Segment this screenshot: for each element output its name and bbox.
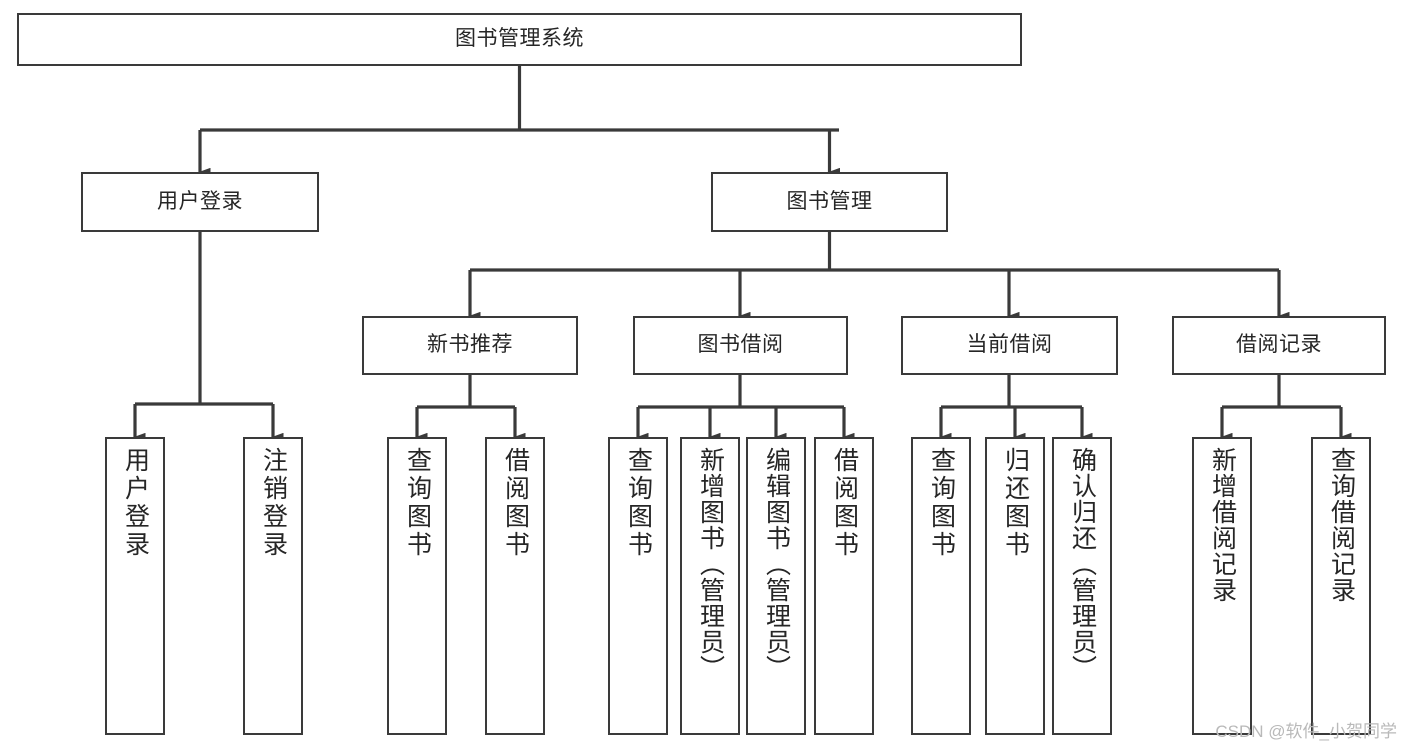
leaf-borrow-book-new[interactable]: 借阅图书	[485, 437, 545, 735]
leaf-user-login-label: 用户登录	[121, 447, 150, 559]
leaf-edit-book-admin[interactable]: 编辑图书（管理员）	[746, 437, 806, 735]
leaf-add-book-admin[interactable]: 新增图书（管理员）	[680, 437, 740, 735]
leaf-query-borrow-record[interactable]: 查询借阅记录	[1311, 437, 1371, 735]
leaf-borrow-book-new-label: 借阅图书	[501, 447, 530, 559]
node-new-book-recommend-label: 新书推荐	[427, 333, 513, 357]
node-book-borrow-label: 图书借阅	[697, 333, 784, 357]
leaf-add-borrow-record-label: 新增借阅记录	[1208, 447, 1237, 603]
leaf-query-book-label: 查询图书	[624, 447, 653, 559]
node-root-label: 图书管理系统	[455, 27, 584, 51]
leaf-query-book[interactable]: 查询图书	[608, 437, 668, 735]
leaf-query-book-new[interactable]: 查询图书	[387, 437, 447, 735]
node-root[interactable]: 图书管理系统	[17, 13, 1022, 66]
leaf-logout-label: 注销登录	[259, 447, 288, 559]
node-user-login[interactable]: 用户登录	[81, 172, 319, 232]
node-current-borrow[interactable]: 当前借阅	[901, 316, 1118, 375]
leaf-return-book[interactable]: 归还图书	[985, 437, 1045, 735]
leaf-query-book-current-label: 查询图书	[927, 447, 956, 559]
leaf-borrow-book-label: 借阅图书	[830, 447, 859, 559]
leaf-confirm-return-admin[interactable]: 确认归还（管理员）	[1052, 437, 1112, 735]
leaf-user-login[interactable]: 用户登录	[105, 437, 165, 735]
leaf-return-book-label: 归还图书	[1001, 447, 1030, 559]
node-user-login-label: 用户登录	[157, 189, 243, 213]
leaf-query-borrow-record-label: 查询借阅记录	[1327, 447, 1356, 603]
leaf-query-book-current[interactable]: 查询图书	[911, 437, 971, 735]
leaf-add-book-admin-label: 新增图书（管理员）	[696, 447, 725, 681]
node-book-management-label: 图书管理	[786, 189, 873, 213]
node-book-management[interactable]: 图书管理	[711, 172, 948, 232]
leaf-add-borrow-record[interactable]: 新增借阅记录	[1192, 437, 1252, 735]
leaf-logout[interactable]: 注销登录	[243, 437, 303, 735]
node-current-borrow-label: 当前借阅	[966, 333, 1053, 357]
leaf-borrow-book[interactable]: 借阅图书	[814, 437, 874, 735]
node-borrow-records[interactable]: 借阅记录	[1172, 316, 1386, 375]
watermark: CSDN @软件_小贺同学	[1215, 722, 1397, 741]
node-book-borrow[interactable]: 图书借阅	[633, 316, 848, 375]
leaf-edit-book-admin-label: 编辑图书（管理员）	[762, 447, 791, 681]
leaf-query-book-new-label: 查询图书	[403, 447, 432, 559]
node-new-book-recommend[interactable]: 新书推荐	[362, 316, 578, 375]
leaf-confirm-return-admin-label: 确认归还（管理员）	[1068, 447, 1097, 681]
node-borrow-records-label: 借阅记录	[1236, 333, 1322, 357]
